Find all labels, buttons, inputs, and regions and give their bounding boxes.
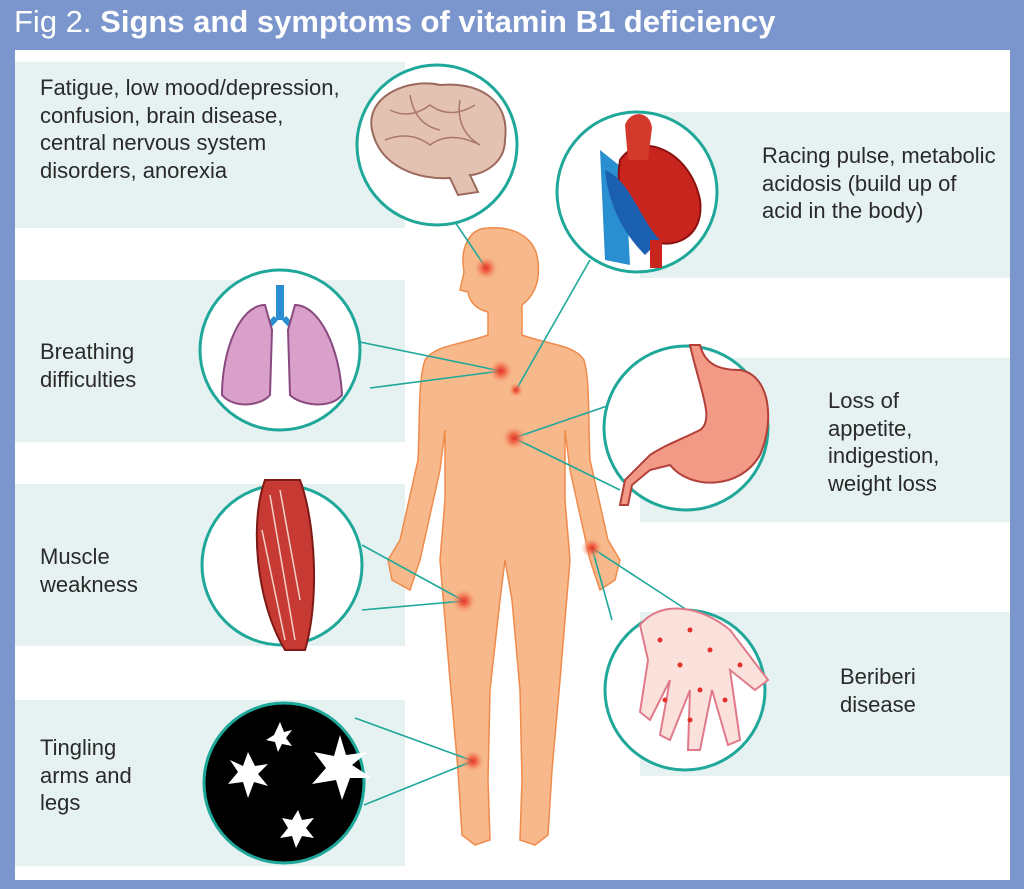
symptom-spots	[451, 255, 603, 773]
symptom-label-tingling: Tingling arms and legs	[40, 735, 132, 815]
tingling-circle	[202, 701, 366, 865]
figure-number: Fig 2.	[14, 4, 92, 39]
human-silhouette	[387, 227, 621, 846]
figure-heading: Signs and symptoms of vitamin B1 deficie…	[100, 4, 776, 39]
symptom-label-stomach: Loss of appetite, indigestion, weight lo…	[828, 388, 940, 496]
stomach-icon	[618, 344, 770, 506]
hand-rash-icon	[638, 607, 770, 751]
connector-lines	[349, 221, 691, 806]
figure-title: Fig 2. Signs and symptoms of vitamin B1 …	[14, 4, 775, 40]
brain-icon	[370, 82, 507, 197]
lungs-icon	[220, 285, 344, 406]
tingling-stars-icon	[228, 722, 372, 848]
muscle-icon	[255, 479, 316, 651]
heart-icon	[600, 114, 702, 268]
symptom-label-hand: Beriberi disease	[840, 664, 916, 717]
symptom-label-lungs: Breathing difficulties	[40, 339, 137, 392]
symptom-label-heart: Racing pulse, metabolic acidosis (build …	[762, 143, 996, 223]
symptom-label-brain: Fatigue, low mood/depression, confusion,…	[40, 75, 340, 183]
symptom-label-muscle: Muscle weakness	[40, 544, 138, 597]
band-brain	[15, 62, 405, 228]
